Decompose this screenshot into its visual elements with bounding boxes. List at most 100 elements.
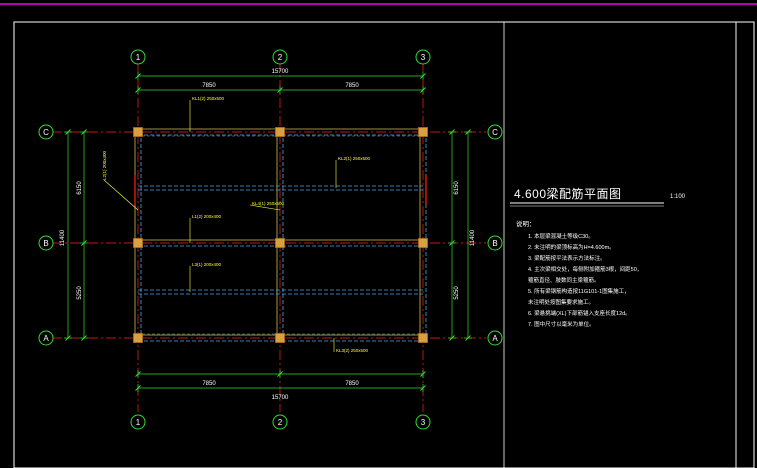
column-2-1 xyxy=(275,127,285,137)
beam-label-b3: L1(2) 200x400 xyxy=(192,214,222,219)
axis-bubble-top-3[interactable]: 3 xyxy=(415,49,431,65)
axis-bubble-top-3-label: 3 xyxy=(421,53,426,62)
column-3-1 xyxy=(418,127,428,137)
dim-left-span-1: 6150 xyxy=(77,181,83,195)
dim-bottom-span-line-tick-1 xyxy=(277,371,283,377)
beam-label-b1: KL1(2) 250x500 xyxy=(192,96,225,101)
axis-bubble-bottom-3[interactable]: 3 xyxy=(415,414,431,430)
dim-right-span-line-tick-0 xyxy=(449,129,455,135)
axis-bubble-top-1-circle xyxy=(130,49,146,65)
column-3-2 xyxy=(418,238,428,248)
dim-top-span-1: 7850 xyxy=(202,83,216,89)
dim-bottom-span-1: 7850 xyxy=(202,381,216,387)
axis-bubble-top-2[interactable]: 2 xyxy=(272,49,288,65)
dim-bottom-span-line-tick-0 xyxy=(135,371,141,377)
axis-bubble-top-3-circle xyxy=(415,49,431,65)
axis-bubble-right-B[interactable]: B xyxy=(487,235,503,251)
axis-bubble-right-C-label: C xyxy=(492,128,498,137)
note-item-2: 2. 未注明的梁顶标高为H=4.600m。 xyxy=(528,243,615,251)
drawing-title: 4.600梁配筋平面图 xyxy=(514,186,622,201)
dim-right-span-line-tick-2 xyxy=(449,335,455,341)
drawing-frame xyxy=(13,21,755,468)
axis-bubble-left-C-label: C xyxy=(43,128,49,137)
note-item-1: 1. 本层梁混凝土等级C30。 xyxy=(528,232,594,240)
annotation-leader-b4 xyxy=(103,179,139,211)
column-1-1 xyxy=(133,127,143,137)
beam-label-b4: L2(1) 200x400 xyxy=(102,150,107,180)
axis-bubble-right-A-circle xyxy=(487,330,503,346)
beam-label-b5: L3(1) 200x400 xyxy=(192,262,222,267)
dim-bottom-span-line-tick-2 xyxy=(420,371,426,377)
dim-left-total-line-tick-1 xyxy=(65,335,71,341)
dim-right-span-line-tick-1 xyxy=(449,240,455,246)
dim-right-total: 11400 xyxy=(470,229,476,246)
beam-label-b2: KL2(1) 250x500 xyxy=(338,156,371,161)
axis-bubble-right-C-circle xyxy=(487,124,503,140)
column-3-3 xyxy=(418,333,428,343)
note-item-3: 3. 梁配筋按平法表示方法标注。 xyxy=(528,254,606,262)
axis-bubble-left-B-circle xyxy=(38,235,54,251)
axis-bubble-bottom-2-label: 2 xyxy=(278,418,283,427)
dim-top-total-line-tick-1 xyxy=(420,73,426,79)
axis-bubble-left-A-label: A xyxy=(43,334,49,343)
axis-bubble-top-2-label: 2 xyxy=(278,53,283,62)
note-item-8: 6. 梁悬挑端(XL)下部筋锚入支座长度12d。 xyxy=(528,309,631,317)
axis-bubble-bottom-1[interactable]: 1 xyxy=(130,414,146,430)
dim-left-span-line-tick-2 xyxy=(81,335,87,341)
axis-bubble-right-B-label: B xyxy=(492,239,497,248)
dim-top-total-line-tick-0 xyxy=(135,73,141,79)
axis-bubble-top-2-circle xyxy=(272,49,288,65)
axis-bubble-bottom-3-circle xyxy=(415,414,431,430)
dim-top-total: 15700 xyxy=(272,69,289,75)
axis-bubble-bottom-1-label: 1 xyxy=(136,418,141,427)
note-item-9: 7. 图中尺寸以毫米为单位。 xyxy=(528,320,595,328)
dim-bottom-total-line-tick-1 xyxy=(420,385,426,391)
dim-left-total: 11400 xyxy=(60,229,66,246)
annotation-leader-b7 xyxy=(249,204,281,211)
axis-bubble-bottom-2-circle xyxy=(272,414,288,430)
axis-bubble-left-C-circle xyxy=(38,124,54,140)
dim-right-span-2: 5250 xyxy=(454,286,460,300)
dimension-lines xyxy=(64,72,472,392)
axis-bubble-left-B-label: B xyxy=(43,239,48,248)
dim-left-span-line-tick-0 xyxy=(81,129,87,135)
axis-bubble-right-C[interactable]: C xyxy=(487,124,503,140)
axis-bubble-bottom-1-circle xyxy=(130,414,146,430)
axis-bubble-top-1-label: 1 xyxy=(136,53,141,62)
note-item-4: 4. 主次梁相交处，每侧附加箍筋3根，间距50， xyxy=(528,265,642,273)
column-2-2 xyxy=(275,238,285,248)
notes-list: 1. 本层梁混凝土等级C30。 2. 未注明的梁顶标高为H=4.600m。 3. 梁… xyxy=(528,232,642,328)
dim-bottom-total-line-tick-0 xyxy=(135,385,141,391)
beam-layout xyxy=(133,127,428,343)
dim-left-span-line-tick-1 xyxy=(81,240,87,246)
axis-bubble-right-A-label: A xyxy=(492,334,498,343)
note-item-6: 5. 所有梁钢筋构造按11G101-1图集施工， xyxy=(528,287,630,295)
notes-heading: 说明： xyxy=(516,219,536,228)
axis-bubble-left-A[interactable]: A xyxy=(38,330,54,346)
dim-left-span-2: 5250 xyxy=(77,286,83,300)
column-1-3 xyxy=(133,333,143,343)
dim-right-total-line-tick-0 xyxy=(465,129,471,135)
note-item-5: 箍筋直径、肢数同主梁箍筋。 xyxy=(528,276,600,284)
axis-bubble-left-B[interactable]: B xyxy=(38,235,54,251)
dim-top-span-line-tick-0 xyxy=(135,87,141,93)
axis-bubble-left-C[interactable]: C xyxy=(38,124,54,140)
axis-bubble-top-1[interactable]: 1 xyxy=(130,49,146,65)
dim-bottom-total: 15700 xyxy=(272,395,289,401)
dim-right-span-1: 6150 xyxy=(454,181,460,195)
column-1-2 xyxy=(133,238,143,248)
dim-top-span-line-tick-1 xyxy=(277,87,283,93)
beam-label-b6: KL3(2) 250x500 xyxy=(336,348,369,353)
dim-left-total-line-tick-0 xyxy=(65,129,71,135)
dim-right-total-line-tick-1 xyxy=(465,335,471,341)
note-item-7: 未注明处按图集要求施工。 xyxy=(528,298,594,306)
axis-bubble-right-A[interactable]: A xyxy=(487,330,503,346)
column-2-3 xyxy=(275,333,285,343)
axis-bubble-right-B-circle xyxy=(487,235,503,251)
beam-label-b7: KL4(1) 250x500 xyxy=(252,201,285,206)
dim-top-span-2: 7850 xyxy=(345,83,359,89)
axis-bubble-bottom-2[interactable]: 2 xyxy=(272,414,288,430)
